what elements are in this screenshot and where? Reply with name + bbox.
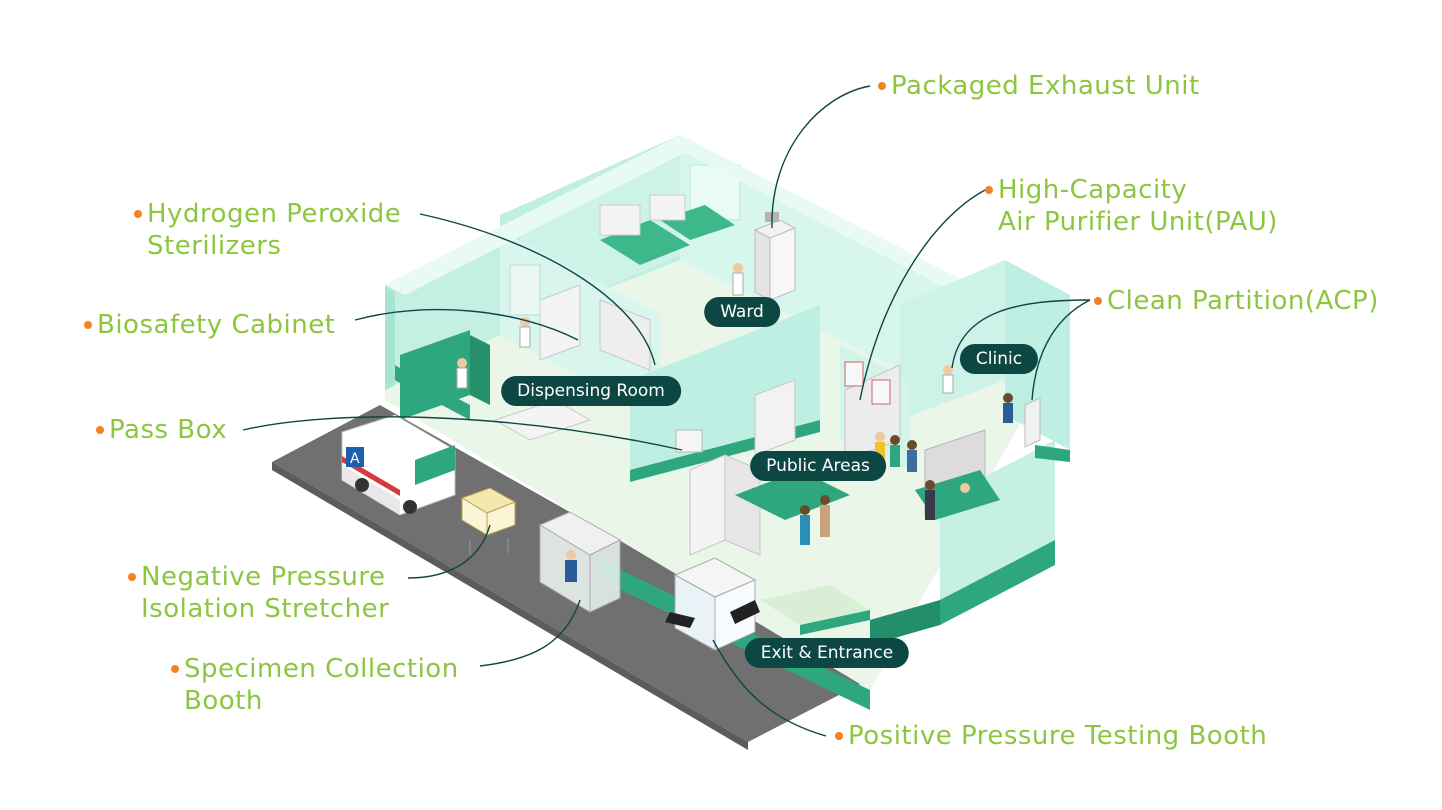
ward-beds (599, 194, 735, 265)
callout-text-line1: High-Capacity (998, 175, 1188, 205)
room-label-public-areas: Public Areas (750, 451, 886, 481)
bullet-dot (96, 426, 104, 434)
leader-lines (242, 85, 1091, 737)
callout-text-line2: Air Purifier Unit(PAU) (998, 207, 1278, 237)
leader-clean-partition-2 (1031, 299, 1091, 401)
callout-clean-partition: Clean Partition(ACP) (1094, 285, 1379, 317)
callout-biosafety-cabinet: Biosafety Cabinet (84, 309, 336, 341)
callout-text: Clean Partition(ACP) (1107, 286, 1379, 316)
bullet-dot (128, 573, 136, 581)
callout-negative-pressure-stretcher: Negative Pressure Isolation Stretcher (128, 561, 390, 625)
specimen-collection-booth (538, 511, 622, 613)
public-area-furniture (689, 361, 1000, 556)
bullet-dot (985, 186, 993, 194)
callout-text-line1: Hydrogen Peroxide (147, 199, 402, 229)
callout-text-line1: Specimen Collection (184, 654, 459, 684)
bullet-dot (84, 321, 92, 329)
leader-specimen (479, 599, 581, 667)
leader-packaged-exhaust (771, 85, 871, 229)
room-label-exit-entrance: Exit & Entrance (744, 638, 910, 668)
callout-high-capacity-pau: High-Capacity Air Purifier Unit(PAU) (985, 174, 1278, 238)
ambulance-letter: A (350, 451, 360, 467)
bullet-dot (134, 210, 142, 218)
callout-specimen-collection-booth: Specimen Collection Booth (171, 653, 459, 717)
people (456, 263, 1013, 545)
room-label-clinic: Clinic (959, 344, 1039, 374)
bullet-dot (171, 665, 179, 673)
ward-back-wall-right (680, 135, 940, 390)
leader-positive (712, 639, 827, 737)
callout-hydrogen-peroxide-sterilizers: Hydrogen Peroxide Sterilizers (134, 198, 402, 262)
positive-pressure-booth (665, 557, 760, 651)
pass-box (675, 429, 703, 453)
clean-partition-panel (1024, 397, 1041, 448)
room-label-dispensing-room: Dispensing Room (501, 376, 681, 406)
leader-pass-box (242, 416, 683, 451)
leader-stretcher (407, 524, 491, 579)
callout-text: Pass Box (109, 415, 228, 445)
callout-pass-box: Pass Box (96, 414, 228, 446)
callout-positive-pressure-booth: Positive Pressure Testing Booth (835, 720, 1268, 752)
bullet-dot (878, 82, 886, 90)
dispensing-furniture (400, 264, 651, 441)
callout-text-line2: Booth (184, 686, 263, 716)
callout-text: Biosafety Cabinet (97, 310, 336, 340)
leader-clean-partition-1 (951, 299, 1091, 369)
callout-text-line2: Sterilizers (147, 231, 282, 261)
callout-packaged-exhaust-unit: Packaged Exhaust Unit (878, 70, 1200, 102)
callout-text: Packaged Exhaust Unit (891, 71, 1200, 101)
ambulance: A (341, 414, 456, 516)
leader-high-capacity (859, 189, 986, 401)
callout-text-line2: Isolation Stretcher (141, 594, 390, 624)
bullet-dot (835, 732, 843, 740)
bullet-dot (1094, 297, 1102, 305)
room-label-ward: Ward (704, 297, 780, 327)
clinic-back-wall (900, 260, 1005, 420)
leader-biosafety (354, 308, 579, 341)
callout-text-line1: Negative Pressure (141, 562, 386, 592)
leader-hydrogen-peroxide (419, 213, 656, 366)
callout-text: Positive Pressure Testing Booth (848, 721, 1268, 751)
isolation-stretcher (460, 487, 517, 555)
